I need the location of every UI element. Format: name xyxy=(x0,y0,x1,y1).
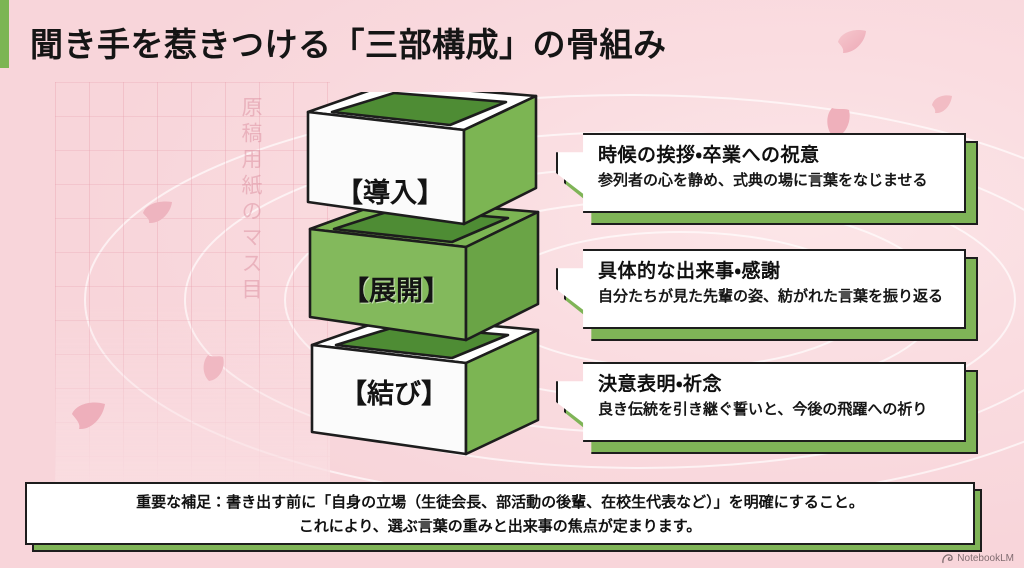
manuscript-grid xyxy=(55,82,330,482)
notebooklm-label: NotebookLM xyxy=(957,553,1014,564)
title-accent-bar xyxy=(0,0,9,68)
box-bottom xyxy=(310,315,540,456)
callout-subtitle: 自分たちが見た先輩の姿、紡がれた言葉を振り返る xyxy=(598,287,944,305)
footnote-line-1: 重要な補足：書き出す前に「自身の立場（生徒会長、部活動の後輩、在校生代表など）」… xyxy=(136,494,864,511)
callout-body xyxy=(556,133,966,213)
callout-development: 具体的な出来事・感謝 自分たちが見た先輩の姿、紡がれた言葉を振り返る xyxy=(556,249,978,341)
grid-watermark-text: 原稿用紙のマス目 xyxy=(239,96,263,304)
callout-text: 時候の挨拶・卒業への祝意 参列者の心を静め、式典の場に言葉をなじませる xyxy=(598,142,956,192)
box-label-intro: 【導入】 xyxy=(336,178,444,209)
footnote-line-2: これにより、選ぶ言葉の重みと出来事の焦点が定まります。 xyxy=(298,518,702,535)
notebooklm-watermark: NotebookLM xyxy=(942,553,1014,564)
callout-text: 具体的な出来事・感謝 自分たちが見た先輩の姿、紡がれた言葉を振り返る xyxy=(598,258,956,308)
callout-intro: 時候の挨拶・卒業への祝意 参列者の心を静め、式典の場に言葉をなじませる xyxy=(556,133,978,225)
three-part-box-stack: 【導入】 【展開】 【結び】 xyxy=(300,92,550,462)
footnote-body: 重要な補足：書き出す前に「自身の立場（生徒会長、部活動の後輩、在校生代表など）」… xyxy=(25,482,975,545)
callout-title: 具体的な出来事・感謝 xyxy=(598,261,781,282)
footnote-box: 重要な補足：書き出す前に「自身の立場（生徒会長、部活動の後輩、在校生代表など）」… xyxy=(25,482,982,552)
callout-text: 決意表明・祈念 良き伝統を引き継ぐ誓いと、今後の飛躍への祈り xyxy=(598,371,956,421)
callout-body xyxy=(556,249,966,329)
notebooklm-icon xyxy=(942,554,954,564)
callout-body xyxy=(556,362,966,442)
callout-title: 決意表明・祈念 xyxy=(598,374,722,395)
callout-subtitle: 参列者の心を静め、式典の場に言葉をなじませる xyxy=(598,171,928,189)
box-label-development: 【展開】 xyxy=(342,276,450,307)
box-label-conclusion: 【結び】 xyxy=(340,379,448,410)
box-top xyxy=(306,92,538,226)
page-title: 聞き手を惹きつける「三部構成」の骨組み xyxy=(30,25,667,64)
callout-subtitle: 良き伝統を引き継ぐ誓いと、今後の飛躍への祈り xyxy=(598,400,928,418)
callout-title: 時候の挨拶・卒業への祝意 xyxy=(598,145,820,166)
callout-conclusion: 決意表明・祈念 良き伝統を引き継ぐ誓いと、今後の飛躍への祈り xyxy=(556,362,978,454)
